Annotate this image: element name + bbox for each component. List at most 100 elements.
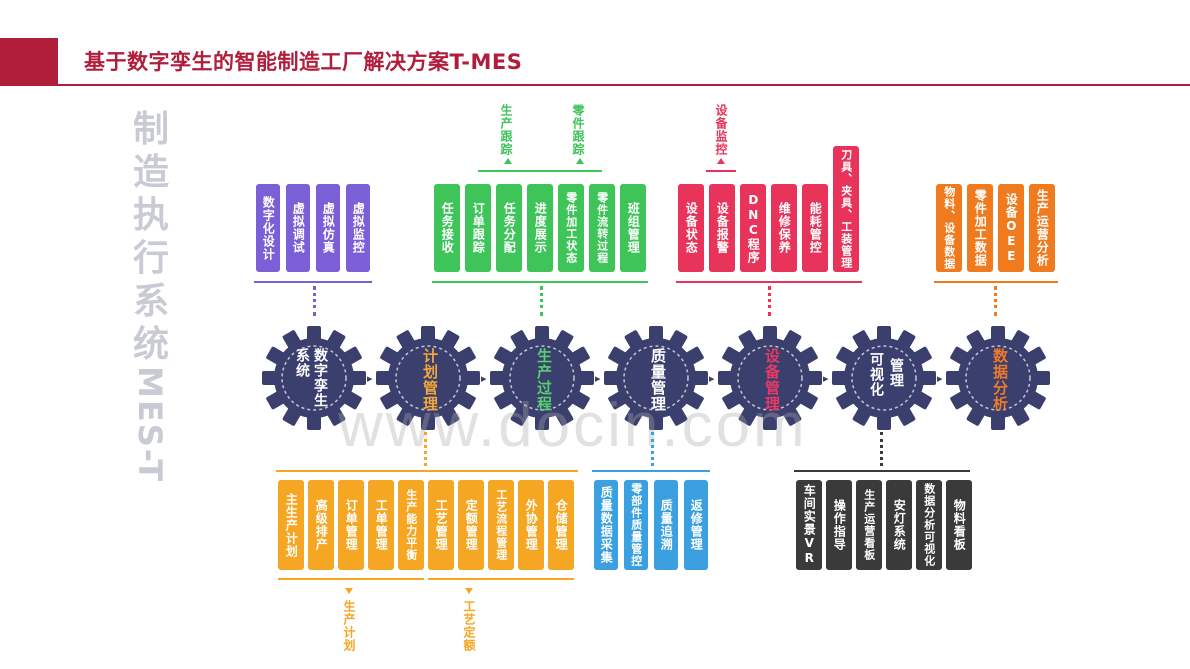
visual-box-5: 数据分析可视化 bbox=[916, 480, 942, 570]
page-title: 基于数字孪生的智能制造工厂解决方案T-MES bbox=[84, 50, 523, 74]
side-title-char: 系 bbox=[132, 281, 169, 322]
side-title-char: 造 bbox=[132, 152, 169, 193]
gear-equipment: 设备管理 bbox=[717, 325, 823, 431]
equip-tag-arrow bbox=[717, 158, 725, 164]
quality-box-4: 返修管理 bbox=[684, 480, 708, 570]
prod-box-1: 任务接收 bbox=[434, 184, 460, 272]
quality-box-1: 质量数据采集 bbox=[594, 480, 618, 570]
plan-box-4: 工单管理 bbox=[368, 480, 394, 570]
quality-connector bbox=[651, 432, 654, 466]
equip-box-2: 设备报警 bbox=[709, 184, 735, 272]
prod-connector bbox=[540, 286, 543, 316]
prod-bracket bbox=[432, 281, 648, 283]
plan-box-6: 工艺管理 bbox=[428, 480, 454, 570]
plan-bracket bbox=[276, 470, 578, 472]
plan-tag-schedule: 生产计划 bbox=[342, 600, 356, 652]
prod-box-5: 零件加工状态 bbox=[558, 184, 584, 272]
gear-quality: 质量管理 bbox=[603, 325, 709, 431]
plan-connector bbox=[424, 432, 427, 466]
equip-tag-monitor: 设备监控 bbox=[714, 104, 728, 156]
twin-box-sim: 虚拟仿真 bbox=[316, 184, 340, 272]
side-title-char: 制 bbox=[132, 109, 169, 150]
twin-box-debug: 虚拟调试 bbox=[286, 184, 310, 272]
gear-production-label: 生产过程 bbox=[535, 348, 553, 412]
chevron-right-icon: ▸ bbox=[709, 372, 715, 385]
chevron-right-icon: ▸ bbox=[937, 372, 943, 385]
gear-visual-label2: 管理 bbox=[888, 358, 904, 388]
quality-bracket bbox=[592, 470, 710, 472]
gear-twin-label: 数字孪生 bbox=[312, 348, 328, 408]
data-box-2: 零件加工数据 bbox=[967, 184, 993, 272]
side-title-char: 统 bbox=[132, 324, 169, 365]
plan-tag-bracket-1 bbox=[278, 578, 424, 580]
twin-box-design: 数字化设计 bbox=[256, 184, 280, 272]
plan-box-1: 主生产计划 bbox=[278, 480, 304, 570]
gear-twin: 数字孪生 系统 bbox=[261, 325, 367, 431]
prod-tag-arrow-1 bbox=[504, 158, 512, 164]
twin-bracket bbox=[254, 281, 372, 283]
equip-box-1: 设备状态 bbox=[678, 184, 704, 272]
equip-tag-bracket bbox=[706, 170, 736, 172]
visual-box-6: 物料看板 bbox=[946, 480, 972, 570]
prod-tag-arrow-2 bbox=[576, 158, 584, 164]
plan-box-7: 定额管理 bbox=[458, 480, 484, 570]
equip-box-6: 刀具、夹具、工装管理 bbox=[833, 146, 859, 272]
visual-bracket bbox=[794, 470, 970, 472]
data-bracket bbox=[934, 281, 1058, 283]
data-box-1: 物料、设备数据 bbox=[936, 184, 962, 272]
prod-box-3: 任务分配 bbox=[496, 184, 522, 272]
gear-data: 数据分析 bbox=[945, 325, 1051, 431]
equip-box-5: 能耗管控 bbox=[802, 184, 828, 272]
plan-box-9: 外协管理 bbox=[518, 480, 544, 570]
plan-box-3: 订单管理 bbox=[338, 480, 364, 570]
prod-tag-tracking: 生产跟踪 bbox=[499, 104, 513, 156]
prod-box-2: 订单跟踪 bbox=[465, 184, 491, 272]
side-title-char: 行 bbox=[132, 238, 169, 279]
plan-tag-craft: 工艺定额 bbox=[462, 600, 476, 652]
watermark: www.docin.com bbox=[338, 391, 808, 460]
data-box-4: 生产运营分析 bbox=[1029, 184, 1055, 272]
prod-box-7: 班组管理 bbox=[620, 184, 646, 272]
twin-box-monitor: 虚拟监控 bbox=[346, 184, 370, 272]
prod-box-6: 零件流转过程 bbox=[589, 184, 615, 272]
gear-twin-label2: 系统 bbox=[294, 348, 310, 378]
gear-quality-label: 质量管理 bbox=[649, 348, 667, 412]
gear-production: 生产过程 bbox=[489, 325, 595, 431]
visual-box-1: 车间实景VR bbox=[796, 480, 822, 570]
plan-box-10: 仓储管理 bbox=[548, 480, 574, 570]
gear-plan: 计划管理 bbox=[375, 325, 481, 431]
equip-box-3: DNC程序 bbox=[740, 184, 766, 272]
chevron-right-icon: ▸ bbox=[367, 372, 373, 385]
visual-box-2: 操作指导 bbox=[826, 480, 852, 570]
gear-plan-label: 计划管理 bbox=[421, 348, 439, 412]
gear-visual: 可视化 管理 bbox=[831, 325, 937, 431]
data-connector bbox=[994, 286, 997, 316]
data-box-3: 设备OEE bbox=[998, 184, 1024, 272]
quality-box-3: 质量追溯 bbox=[654, 480, 678, 570]
gear-visual-label: 可视化 bbox=[868, 352, 884, 397]
visual-connector bbox=[880, 432, 883, 466]
gear-equipment-label: 设备管理 bbox=[763, 348, 781, 412]
twin-connector bbox=[313, 286, 316, 316]
quality-box-2: 零部件质量管控 bbox=[624, 480, 648, 570]
plan-box-5: 生产能力平衡 bbox=[398, 480, 424, 570]
prod-tag-parts: 零件跟踪 bbox=[571, 104, 585, 156]
gear-data-label: 数据分析 bbox=[991, 348, 1009, 412]
side-title-char: 执 bbox=[132, 195, 169, 236]
header-accent-block bbox=[0, 38, 58, 84]
equip-connector bbox=[768, 286, 771, 316]
prod-tag-bracket bbox=[478, 170, 602, 172]
equip-bracket bbox=[676, 281, 862, 283]
chevron-right-icon: ▸ bbox=[595, 372, 601, 385]
prod-box-4: 进度展示 bbox=[527, 184, 553, 272]
chevron-right-icon: ▸ bbox=[481, 372, 487, 385]
plan-tag-arrow-2 bbox=[465, 588, 473, 594]
side-title-latin: MES-T bbox=[131, 366, 169, 484]
equip-box-4: 维修保养 bbox=[771, 184, 797, 272]
plan-tag-arrow-1 bbox=[345, 588, 353, 594]
visual-box-4: 安灯系统 bbox=[886, 480, 912, 570]
plan-box-2: 高级排产 bbox=[308, 480, 334, 570]
side-title: 制 造 执 行 系 统 MES-T bbox=[128, 108, 174, 483]
plan-tag-bracket-2 bbox=[428, 578, 574, 580]
visual-box-3: 生产运营看板 bbox=[856, 480, 882, 570]
